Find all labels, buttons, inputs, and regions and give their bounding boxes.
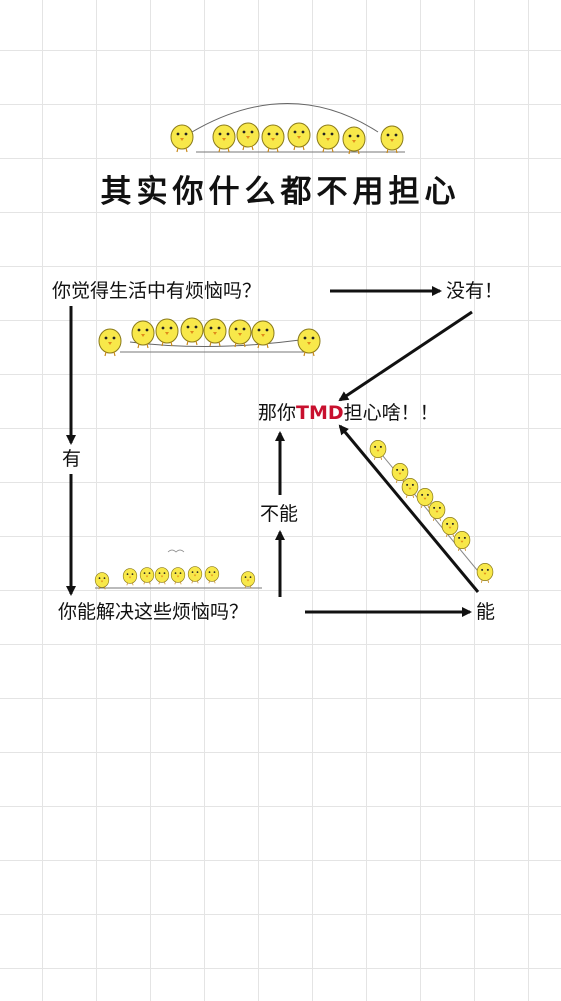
- chick-icon: [236, 122, 260, 151]
- chick-icon: [453, 530, 471, 552]
- chick-icon: [155, 318, 179, 347]
- chick-icon: [139, 567, 155, 585]
- arrow-no-to-conclusion: [338, 310, 473, 402]
- chick-group-diagonal: [369, 439, 494, 584]
- conclusion-prefix: 那你: [258, 402, 297, 424]
- chick-icon: [154, 567, 170, 585]
- chick-icon: [203, 318, 227, 347]
- chick-icon: [204, 566, 220, 584]
- chick-group-middle: [98, 317, 321, 357]
- chick-icon: [187, 566, 203, 584]
- conclusion-node: 那你TMD担心啥！！: [258, 401, 439, 425]
- question-can-solve: 你能解决这些烦恼吗？: [58, 601, 249, 623]
- chick-icon: [228, 319, 252, 348]
- chick-icon: [476, 562, 494, 584]
- chick-group-top: [170, 103, 405, 155]
- conclusion-suffix: 担心啥！！: [343, 402, 439, 424]
- chick-icon: [428, 500, 446, 522]
- answer-cannot: 不能: [260, 503, 299, 525]
- flow-arrows: [66, 286, 480, 617]
- chick-icon: [441, 516, 459, 538]
- chick-icon: [98, 328, 122, 357]
- chick-icon: [240, 571, 256, 589]
- page-title: 其实你什么都不用担心: [100, 174, 461, 210]
- chick-icon: [180, 317, 204, 346]
- answer-can: 能: [476, 601, 496, 623]
- chick-icon: [122, 568, 138, 586]
- arrow-can-to-conclusion: [338, 424, 480, 593]
- chick-group-bottom: [94, 549, 262, 590]
- question-have-troubles: 你觉得生活中有烦恼吗？: [52, 280, 262, 302]
- chick-icon: [342, 126, 366, 155]
- chick-icon: [251, 320, 275, 349]
- answer-yes: 有: [62, 448, 82, 470]
- chick-icon: [170, 124, 194, 153]
- chick-icon: [170, 567, 186, 585]
- conclusion-highlight: TMD: [296, 402, 344, 424]
- chick-icon: [261, 124, 285, 153]
- answer-no: 没有！: [446, 280, 504, 302]
- chick-icon: [287, 122, 311, 151]
- chick-icon: [94, 572, 110, 590]
- chick-icon: [316, 124, 340, 153]
- chick-icon: [380, 125, 404, 154]
- chick-icon: [212, 124, 236, 153]
